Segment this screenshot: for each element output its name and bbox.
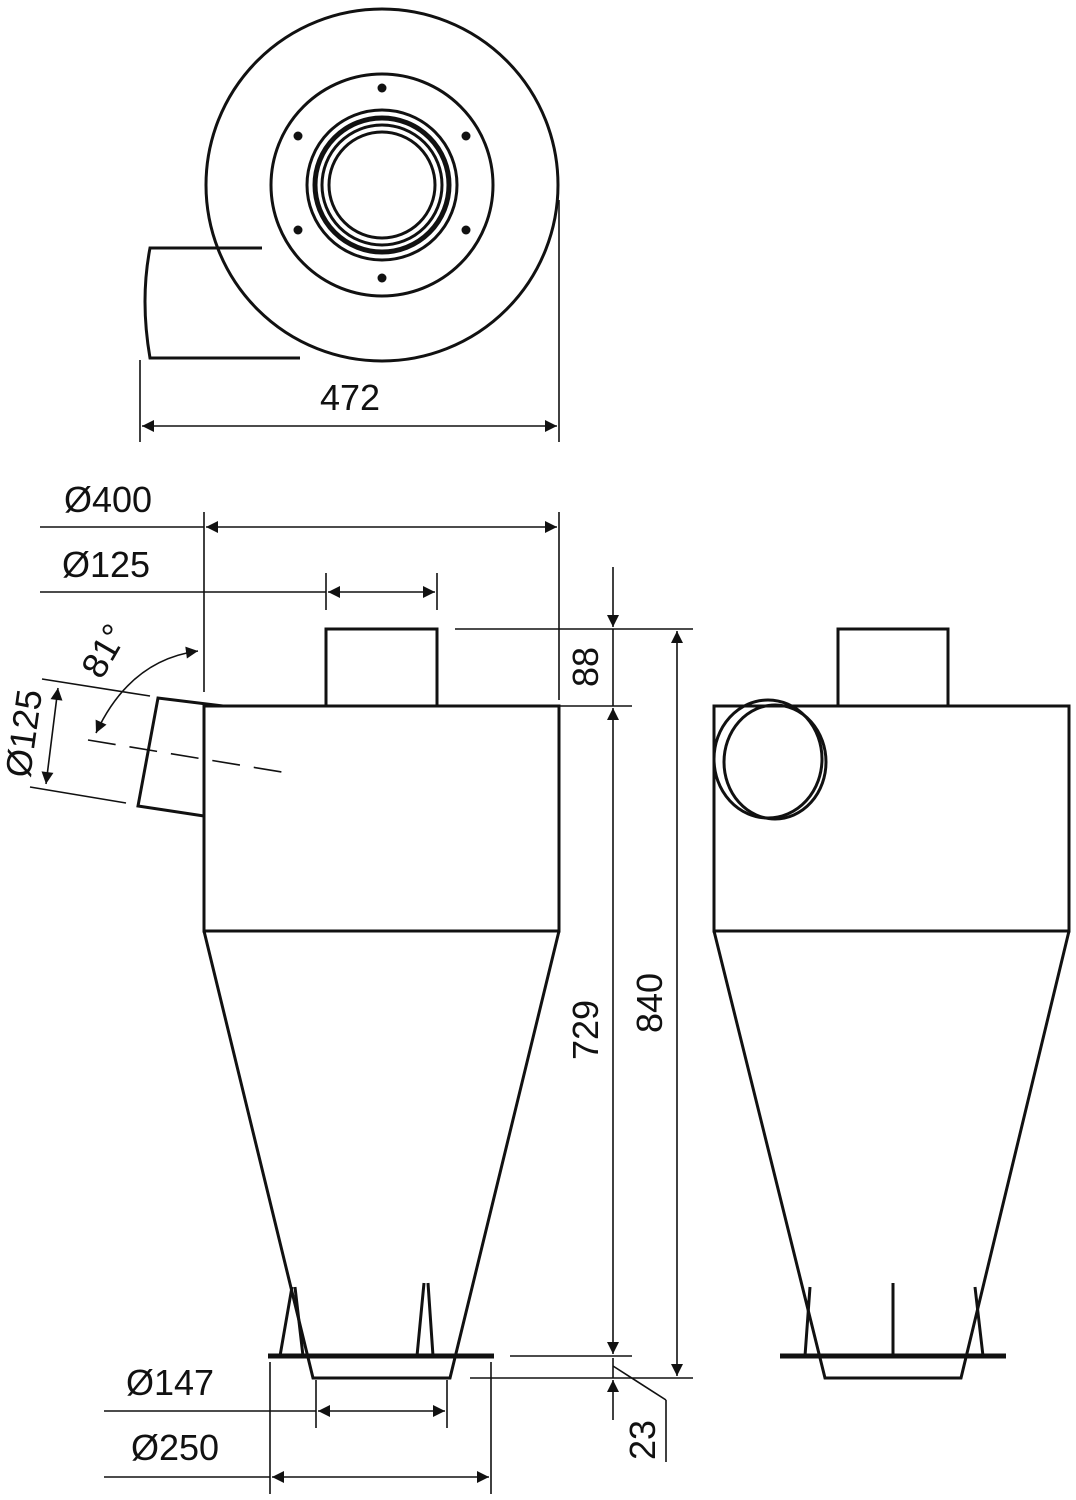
- side-cone-body: [712, 930, 1071, 1380]
- front-view: 81° Ø125 Ø400 Ø125: [0, 479, 693, 1494]
- dimension-diameter-147: Ø147: [104, 1362, 448, 1428]
- top-view-lid-circle: [269, 72, 495, 298]
- dimension-height-23: 23: [607, 1358, 667, 1462]
- dimension-angle-81: 81°: [73, 617, 199, 734]
- dimension-height-729: 729: [510, 708, 632, 1357]
- dimension-label-472: 472: [320, 377, 380, 418]
- top-view-outer-circle: [204, 7, 560, 363]
- dimension-width-472: 472: [139, 200, 560, 442]
- dimension-label-147: Ø147: [126, 1362, 214, 1403]
- side-view: [712, 627, 1071, 1380]
- cylinder-body: [202, 704, 561, 933]
- dimension-label-250: Ø250: [131, 1427, 219, 1468]
- dimension-label-23: 23: [622, 1420, 663, 1460]
- inlet-pipe: [136, 696, 224, 818]
- dimension-label-88: 88: [565, 647, 606, 687]
- dimension-label-outlet-125: Ø125: [62, 544, 150, 585]
- cone-body: [202, 930, 561, 1380]
- dimension-diameter-250: Ø250: [104, 1362, 492, 1494]
- dimension-height-840: 840: [470, 631, 693, 1379]
- dimension-diameter-outlet-125: Ø125: [40, 544, 438, 610]
- dimension-label-400: Ø400: [64, 479, 152, 520]
- top-view: 472: [139, 7, 560, 442]
- dimension-label-81: 81°: [73, 617, 136, 685]
- dimension-label-inlet-125: Ø125: [0, 687, 50, 780]
- dimension-diameter-400: Ø400: [40, 479, 560, 700]
- dimension-label-840: 840: [629, 973, 670, 1033]
- side-cylinder-body: [712, 704, 1071, 933]
- bolt-holes: [293, 83, 471, 283]
- dimension-label-729: 729: [565, 1000, 606, 1060]
- side-outlet-pipe: [836, 627, 950, 706]
- dimension-inlet-diameter: Ø125: [0, 678, 151, 804]
- top-view-outlet-opening: [327, 130, 437, 240]
- outlet-pipe: [324, 627, 439, 706]
- dimension-height-88: 88: [455, 567, 693, 707]
